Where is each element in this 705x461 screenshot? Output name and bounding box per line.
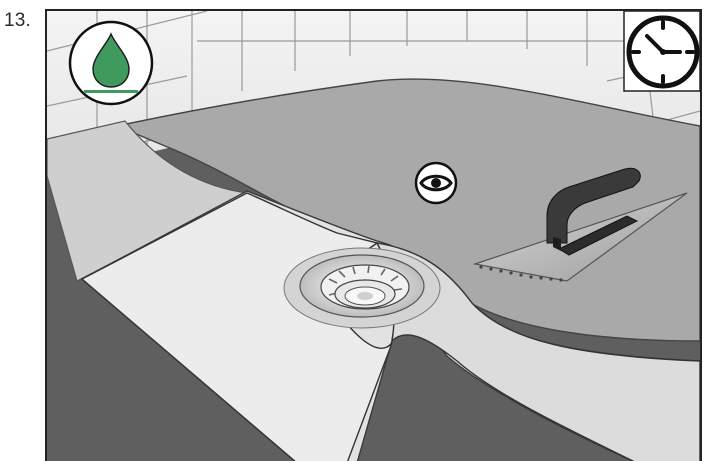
installation-illustration	[47, 11, 700, 461]
illustration-frame	[45, 9, 702, 461]
floor-drain	[284, 248, 440, 328]
clock-badge	[624, 11, 700, 91]
eye-badge	[416, 163, 456, 203]
drop-badge	[70, 22, 152, 104]
step-number: 13.	[4, 10, 31, 32]
